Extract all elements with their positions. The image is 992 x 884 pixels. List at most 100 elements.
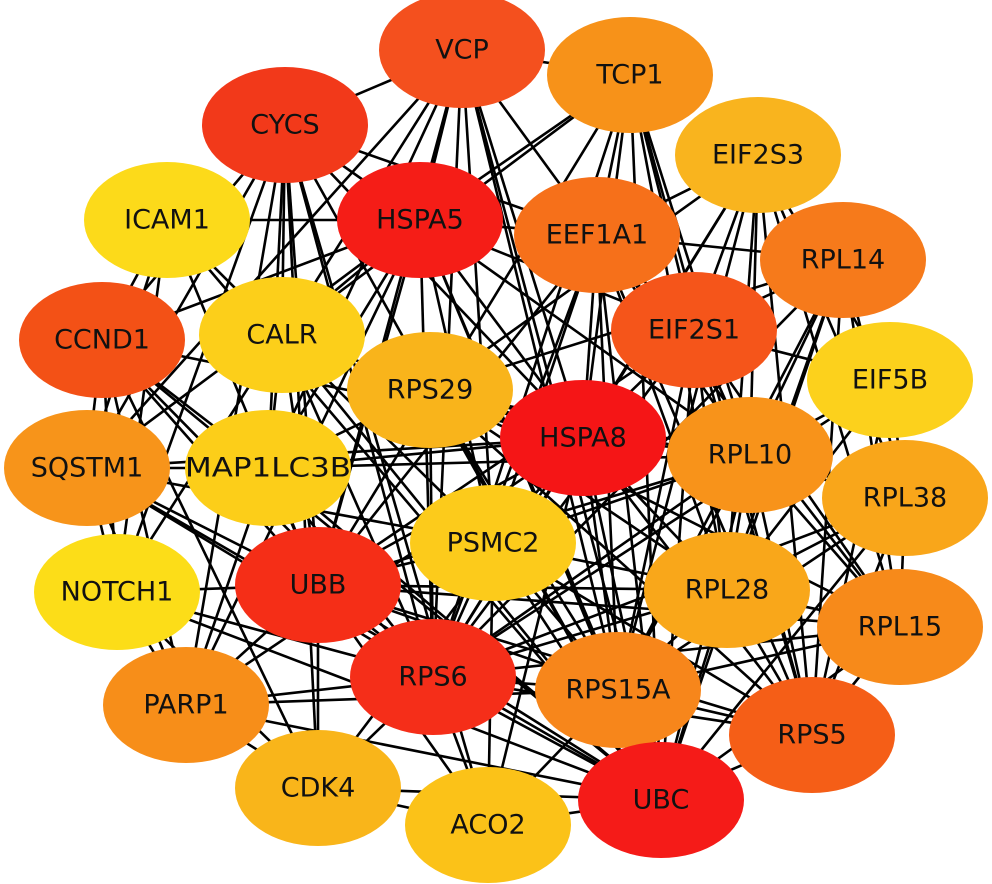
node-ellipse[interactable]: [822, 440, 988, 556]
node-calr[interactable]: CALR: [199, 277, 365, 393]
edge-eef1a1-rpl28: [595, 234, 729, 591]
node-ellipse[interactable]: [547, 17, 713, 133]
node-ellipse[interactable]: [535, 632, 701, 748]
node-eif5b[interactable]: EIF5B: [807, 322, 973, 438]
edge-ccnd1-hspa8: [101, 338, 584, 440]
node-eif2s3[interactable]: EIF2S3: [675, 97, 841, 213]
node-label: RPL28: [685, 575, 769, 606]
edge-cycs-notch1: [115, 124, 287, 593]
node-rpl15[interactable]: RPL15: [817, 569, 983, 685]
node-label: RPS6: [398, 662, 467, 693]
node-rpl38[interactable]: RPL38: [822, 440, 988, 556]
node-cycs[interactable]: CYCS: [202, 67, 368, 183]
node-ellipse[interactable]: [500, 380, 666, 496]
node-rpl28[interactable]: RPL28: [644, 532, 810, 648]
node-label: NOTCH1: [61, 577, 174, 608]
node-label: CALR: [246, 320, 317, 351]
node-ellipse[interactable]: [19, 282, 185, 398]
node-rps29[interactable]: RPS29: [347, 332, 513, 448]
node-label: RPL15: [858, 612, 942, 643]
node-ellipse[interactable]: [347, 332, 513, 448]
node-label: MAP1LC3B: [185, 453, 351, 484]
node-ellipse[interactable]: [235, 730, 401, 846]
node-ellipse[interactable]: [405, 767, 571, 883]
node-icam1[interactable]: ICAM1: [84, 162, 250, 278]
node-parp1[interactable]: PARP1: [103, 647, 269, 763]
node-ccnd1[interactable]: CCND1: [19, 282, 185, 398]
node-ellipse[interactable]: [578, 742, 744, 858]
node-ellipse[interactable]: [235, 527, 401, 643]
node-ellipse[interactable]: [611, 272, 777, 388]
edge-hspa8-aco2: [486, 437, 585, 826]
node-ellipse[interactable]: [202, 67, 368, 183]
node-vcp[interactable]: VCP: [379, 0, 545, 108]
node-ellipse[interactable]: [675, 97, 841, 213]
node-psmc2[interactable]: PSMC2: [410, 485, 576, 601]
node-label: RPL38: [863, 483, 947, 514]
node-ellipse[interactable]: [817, 569, 983, 685]
node-label: EIF5B: [852, 365, 928, 396]
node-ellipse[interactable]: [350, 619, 516, 735]
node-eef1a1[interactable]: EEF1A1: [514, 177, 680, 293]
node-ubb[interactable]: UBB: [235, 527, 401, 643]
node-label: RPS29: [387, 375, 474, 406]
node-label: HSPA8: [539, 423, 627, 454]
node-map1lc3b[interactable]: MAP1LC3B: [185, 410, 351, 526]
node-ellipse[interactable]: [84, 162, 250, 278]
node-hspa8[interactable]: HSPA8: [500, 380, 666, 496]
node-ellipse[interactable]: [185, 410, 351, 526]
node-eif2s1[interactable]: EIF2S1: [611, 272, 777, 388]
node-cdk4[interactable]: CDK4: [235, 730, 401, 846]
node-ellipse[interactable]: [34, 534, 200, 650]
node-ellipse[interactable]: [103, 647, 269, 763]
node-sqstm1[interactable]: SQSTM1: [4, 410, 170, 526]
node-ellipse[interactable]: [760, 202, 926, 318]
edge-eif2s1-rps15a: [616, 329, 696, 691]
node-rps15a[interactable]: RPS15A: [535, 632, 701, 748]
node-label: RPS15A: [565, 675, 671, 706]
edge-rps29-rpl38: [429, 388, 906, 500]
node-label: EIF2S3: [712, 140, 804, 171]
node-ellipse[interactable]: [644, 532, 810, 648]
node-rpl14[interactable]: RPL14: [760, 202, 926, 318]
node-rps6[interactable]: RPS6: [350, 619, 516, 735]
node-label: HSPA5: [376, 205, 464, 236]
node-ellipse[interactable]: [667, 397, 833, 513]
edge-ubb-rpl15: [317, 583, 901, 629]
node-ellipse[interactable]: [199, 277, 365, 393]
node-hspa5[interactable]: HSPA5: [337, 162, 503, 278]
edge-vcp-rps15a: [460, 49, 620, 691]
edge-rpl14-rpl15: [841, 259, 902, 628]
edge-vcp-sqstm1: [86, 49, 463, 469]
node-ellipse[interactable]: [514, 177, 680, 293]
node-label: SQSTM1: [31, 453, 144, 484]
node-ellipse[interactable]: [410, 485, 576, 601]
node-label: EIF2S1: [648, 315, 740, 346]
node-ellipse[interactable]: [4, 410, 170, 526]
node-rps5[interactable]: RPS5: [729, 677, 895, 793]
node-ellipse[interactable]: [337, 162, 503, 278]
node-tcp1[interactable]: TCP1: [547, 17, 713, 133]
node-label: VCP: [435, 35, 489, 66]
edge-eif5b-rps5: [810, 379, 892, 736]
node-notch1[interactable]: NOTCH1: [34, 534, 200, 650]
node-ubc[interactable]: UBC: [578, 742, 744, 858]
edge-ccnd1-cdk4: [100, 339, 320, 789]
node-label: EEF1A1: [546, 220, 648, 251]
node-label: ACO2: [450, 810, 525, 841]
node-aco2[interactable]: ACO2: [405, 767, 571, 883]
edge-cycs-sqstm1: [85, 124, 287, 469]
node-label: RPS5: [777, 720, 846, 751]
edge-calr-rps6: [280, 334, 435, 678]
node-ellipse[interactable]: [807, 322, 973, 438]
node-label: UBC: [633, 785, 690, 816]
node-label: CCND1: [54, 325, 150, 356]
edge-tcp1-ubb: [316, 74, 632, 586]
node-rpl10[interactable]: RPL10: [667, 397, 833, 513]
node-label: PSMC2: [447, 528, 540, 559]
node-ellipse[interactable]: [379, 0, 545, 108]
node-ellipse[interactable]: [729, 677, 895, 793]
node-label: CDK4: [281, 773, 356, 804]
